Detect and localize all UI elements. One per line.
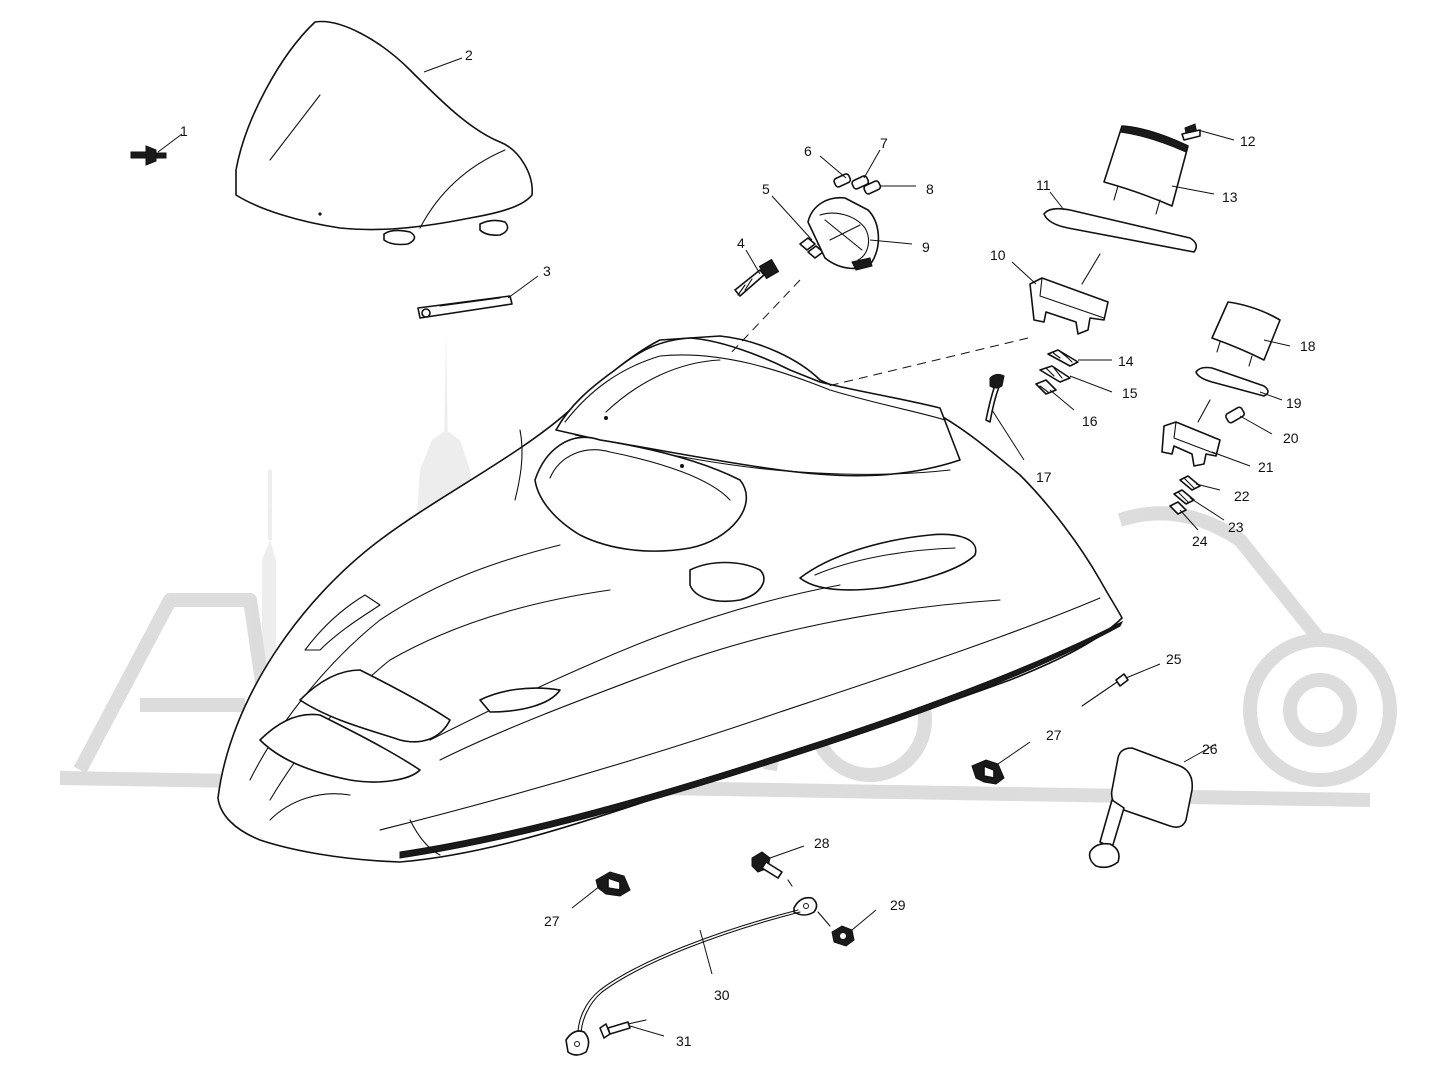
- leader-lines: [157, 57, 1291, 1037]
- callout-10: 10: [990, 247, 1006, 263]
- part-12-screw: [1181, 123, 1201, 141]
- part-4-socket: [734, 258, 780, 297]
- part-27-clip-a: [971, 759, 1005, 785]
- part-3-strap: [417, 295, 513, 319]
- part-2-windshield: [235, 20, 533, 246]
- callout-29: 29: [890, 897, 906, 913]
- part-6-7-8-pins: [833, 173, 882, 195]
- callout-27a: 27: [1046, 727, 1062, 743]
- callout-13: 13: [1222, 189, 1238, 205]
- part-18-tach: [1211, 301, 1281, 367]
- callout-21: 21: [1258, 459, 1274, 475]
- part-30-tether: [565, 896, 818, 1056]
- connection-lines: [727, 253, 1211, 927]
- part-31-rivet: [599, 1019, 647, 1039]
- part-1-screw: [130, 145, 167, 166]
- part-27-clip-b: [595, 871, 631, 897]
- part-10-bezel: [1029, 277, 1109, 335]
- part-14-16-lamps: [1035, 349, 1079, 395]
- callout-18: 18: [1300, 338, 1316, 354]
- callout-31: 31: [676, 1033, 692, 1049]
- part-20-pin: [1225, 406, 1245, 424]
- part-19-lens: [1195, 366, 1269, 397]
- hood-assembly: [217, 335, 1124, 863]
- callout-17: 17: [1036, 469, 1052, 485]
- callout-4: 4: [737, 235, 745, 251]
- part-25-pin: [1081, 673, 1129, 707]
- callout-15: 15: [1122, 385, 1138, 401]
- part-29-nut: [831, 925, 855, 947]
- part-11-lens: [1043, 207, 1198, 253]
- callout-14: 14: [1118, 353, 1134, 369]
- callout-labels: 1 2 3 4 5 6 7 8 9 10 11 12 13 14 15 16 1…: [180, 47, 1316, 1049]
- callout-25: 25: [1166, 651, 1182, 667]
- callout-2: 2: [465, 47, 473, 63]
- callout-26: 26: [1202, 741, 1218, 757]
- callout-16: 16: [1082, 413, 1098, 429]
- callout-19: 19: [1286, 395, 1302, 411]
- callout-30: 30: [714, 987, 730, 1003]
- callout-7: 7: [880, 135, 888, 151]
- callout-11: 11: [1036, 177, 1051, 193]
- part-22-24-lamps: [1169, 475, 1201, 515]
- part-17-switch: [985, 373, 1005, 423]
- callout-27b: 27: [544, 913, 560, 929]
- callout-20: 20: [1283, 430, 1299, 446]
- callout-24: 24: [1192, 533, 1208, 549]
- callout-28: 28: [814, 835, 830, 851]
- callout-23: 23: [1228, 519, 1244, 535]
- callout-6: 6: [804, 143, 812, 159]
- callout-1: 1: [180, 123, 188, 139]
- callout-9: 9: [922, 239, 930, 255]
- part-26-mirror: [1088, 747, 1194, 869]
- callout-3: 3: [543, 263, 551, 279]
- part-21-bezel: [1161, 421, 1221, 467]
- callout-8: 8: [926, 181, 934, 197]
- callout-5: 5: [762, 181, 770, 197]
- callout-12: 12: [1240, 133, 1256, 149]
- part-9-housing: [807, 196, 880, 271]
- part-28-bolt: [751, 851, 783, 879]
- callout-22: 22: [1234, 488, 1250, 504]
- part-13-gauge: [1103, 125, 1189, 215]
